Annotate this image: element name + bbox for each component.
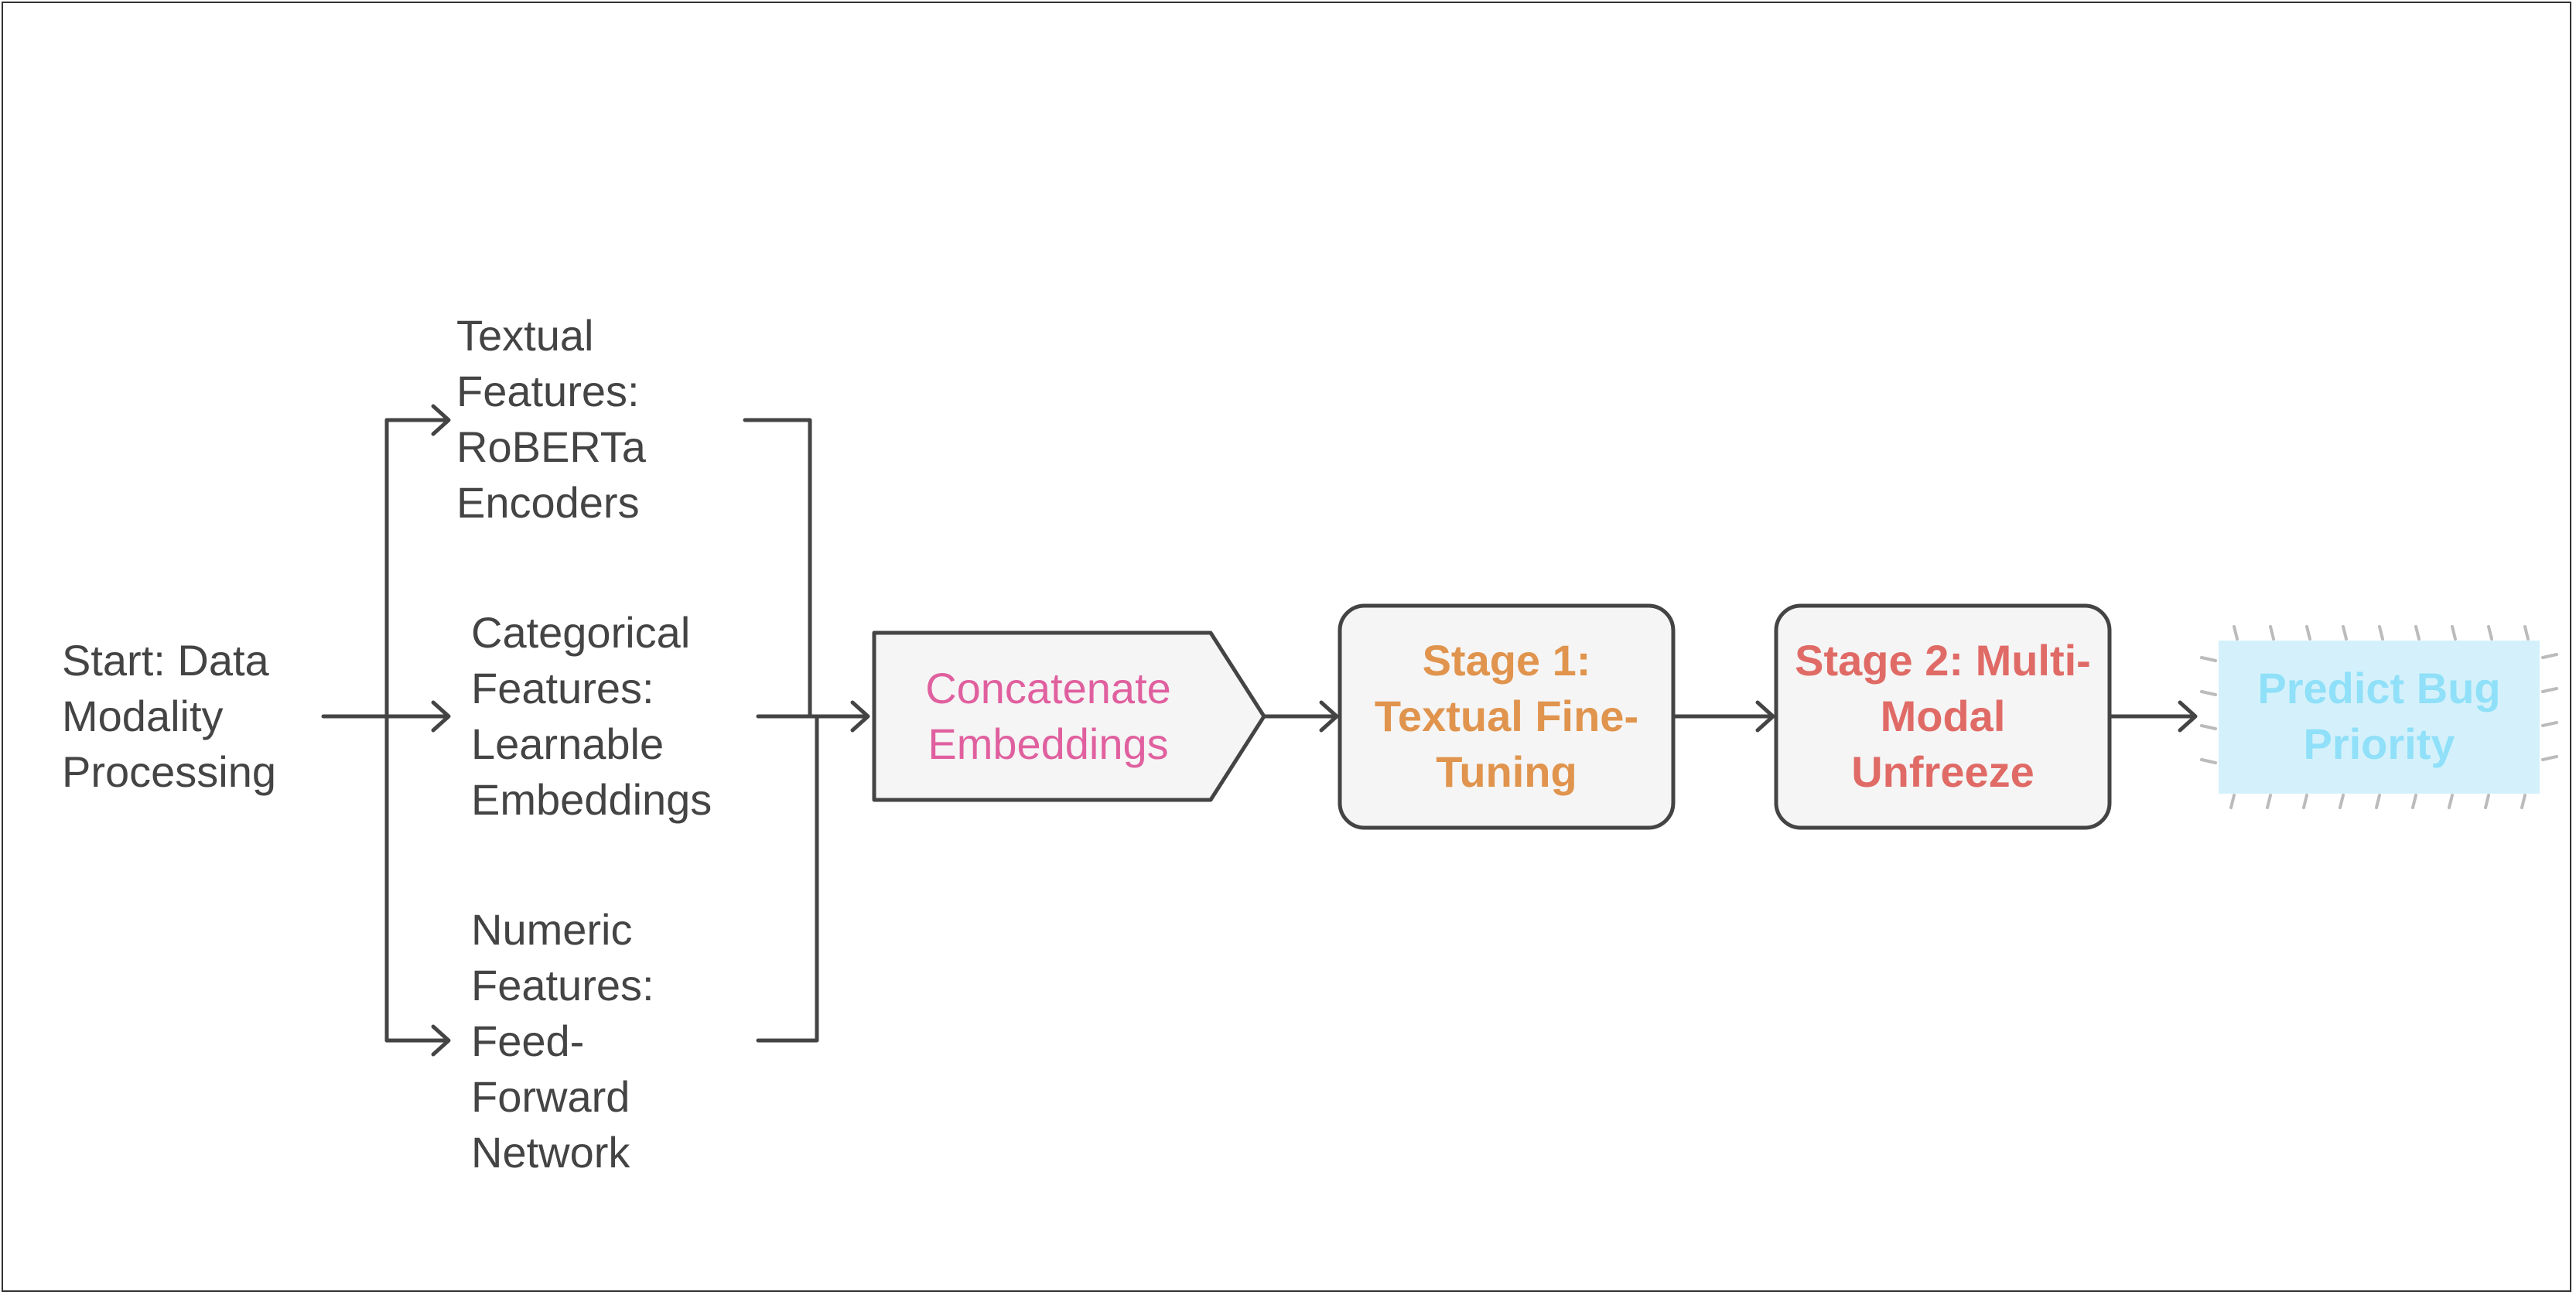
burst-tick: [2541, 687, 2558, 693]
textual-merge-line: [743, 418, 812, 719]
burst-tick: [2520, 794, 2526, 809]
stage2-label: Stage 2: Multi-Modal Unfreeze: [1795, 636, 2091, 796]
burst-tick: [2200, 656, 2217, 662]
concatenate-label: Concatenate Embeddings: [925, 664, 1171, 768]
numeric-features-label: Numeric Features: Feed-Forward Network: [471, 905, 654, 1177]
burst-tick: [2339, 794, 2345, 809]
burst-tick: [2484, 794, 2490, 809]
arrowhead-to-stage1: [1319, 700, 1339, 733]
burst-tick: [2200, 724, 2217, 730]
burst-tick: [2411, 794, 2417, 809]
burst-tick: [2448, 794, 2454, 809]
split-connector: [321, 404, 451, 1057]
burst-tick: [2541, 721, 2558, 727]
start-label: Start: Data Modality Processing: [62, 636, 277, 796]
numeric-merge-line: [756, 714, 819, 1043]
arrowhead-to-categorical: [431, 700, 451, 733]
textual-features-label: Textual Features: RoBERTa Encoders: [456, 311, 646, 527]
arrowhead-to-concatenate: [850, 700, 870, 733]
predict-label: Predict Bug Priority: [2257, 664, 2501, 768]
burst-tick: [2451, 625, 2457, 641]
arrowhead-to-numeric: [431, 1024, 451, 1057]
burst-tick: [2200, 690, 2217, 696]
burst-tick: [2269, 625, 2275, 641]
burst-tick: [2302, 794, 2308, 809]
burst-tick: [2233, 625, 2239, 641]
categorical-features-label: Categorical Features: Learnable Embeddin…: [471, 608, 712, 824]
arrowhead-to-textual: [431, 404, 451, 436]
burst-tick: [2375, 794, 2381, 809]
burst-tick: [2305, 625, 2311, 641]
burst-tick: [2378, 625, 2384, 641]
arrowhead-to-stage2: [1755, 700, 1775, 733]
burst-tick: [2200, 758, 2217, 764]
burst-tick: [2523, 625, 2530, 641]
concatenate-shape: [872, 630, 1266, 802]
burst-tick: [2266, 794, 2272, 809]
stage1-label: Stage 1: Textual Fine-Tuning: [1374, 636, 1639, 796]
burst-tick: [2541, 755, 2558, 761]
arrowhead-to-predict: [2178, 700, 2198, 733]
burst-tick: [2541, 653, 2558, 659]
predict-box: [2219, 641, 2540, 794]
burst-tick: [2414, 625, 2421, 641]
burst-tick: [2487, 625, 2493, 641]
burst-tick: [2229, 794, 2236, 809]
merge-connector: [743, 418, 870, 1043]
predict-burst-ticks: [2200, 625, 2558, 809]
burst-tick: [2342, 625, 2348, 641]
